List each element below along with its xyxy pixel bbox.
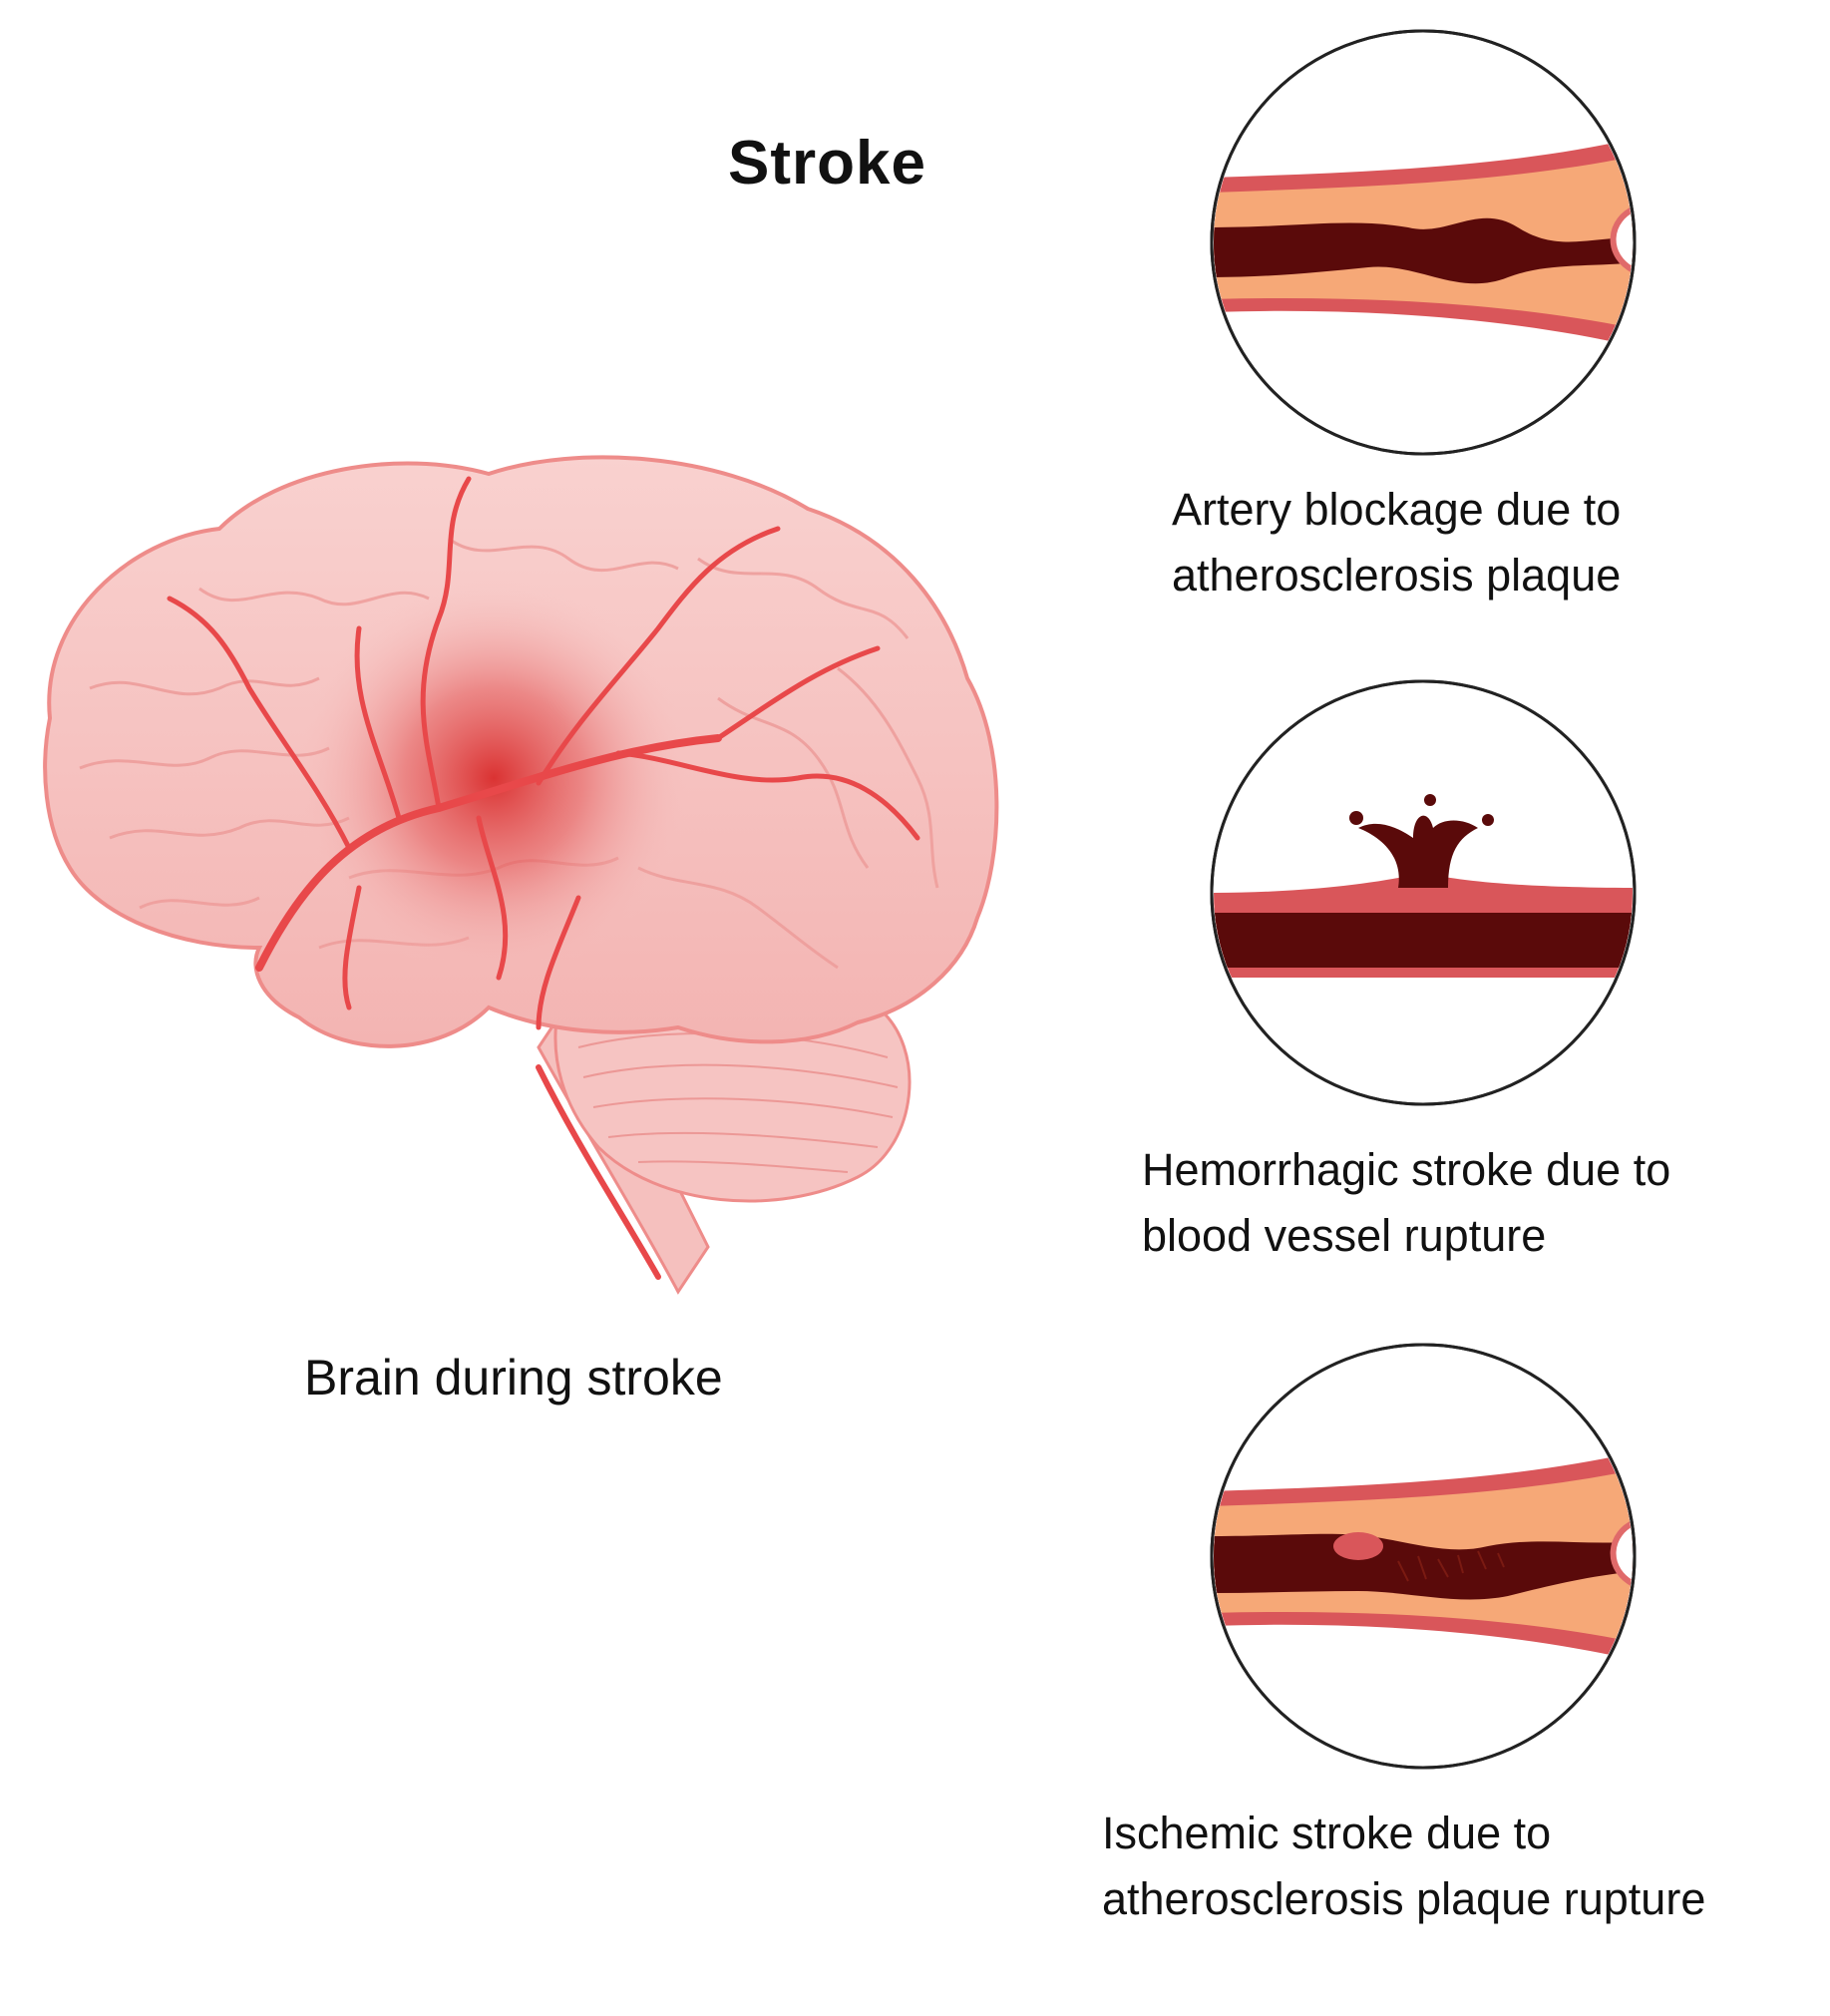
caption-line: Artery blockage due to: [1172, 484, 1622, 535]
hemorrhagic-caption: Hemorrhagic stroke due to blood vessel r…: [1142, 1137, 1670, 1269]
blood-shape: [1214, 913, 1633, 968]
blood-shape: [1214, 217, 1633, 284]
caption-line: blood vessel rupture: [1142, 1210, 1547, 1261]
brain-illustration: [20, 449, 1017, 1327]
caption-line: Hemorrhagic stroke due to: [1142, 1144, 1671, 1195]
blood-shape: [1214, 1533, 1633, 1600]
artery-blockage-caption: Artery blockage due to atherosclerosis p…: [1172, 477, 1621, 608]
ischemic-panel: [1209, 1342, 1638, 1771]
ischemic-caption: Ischemic stroke due to atherosclerosis p…: [1102, 1801, 1705, 1932]
caption-line: atherosclerosis plaque rupture: [1102, 1873, 1706, 1924]
stroke-hotspot: [294, 579, 693, 978]
brain-label: Brain during stroke: [304, 1350, 723, 1406]
clot-shape: [1333, 1532, 1383, 1560]
hemorrhagic-panel: [1209, 678, 1638, 1107]
caption-line: Ischemic stroke due to: [1102, 1808, 1552, 1858]
diagram-title: Stroke: [728, 129, 926, 198]
caption-line: atherosclerosis plaque: [1172, 550, 1622, 601]
rupture-splash-shape: [1358, 815, 1478, 888]
artery-blockage-panel: [1209, 28, 1638, 457]
